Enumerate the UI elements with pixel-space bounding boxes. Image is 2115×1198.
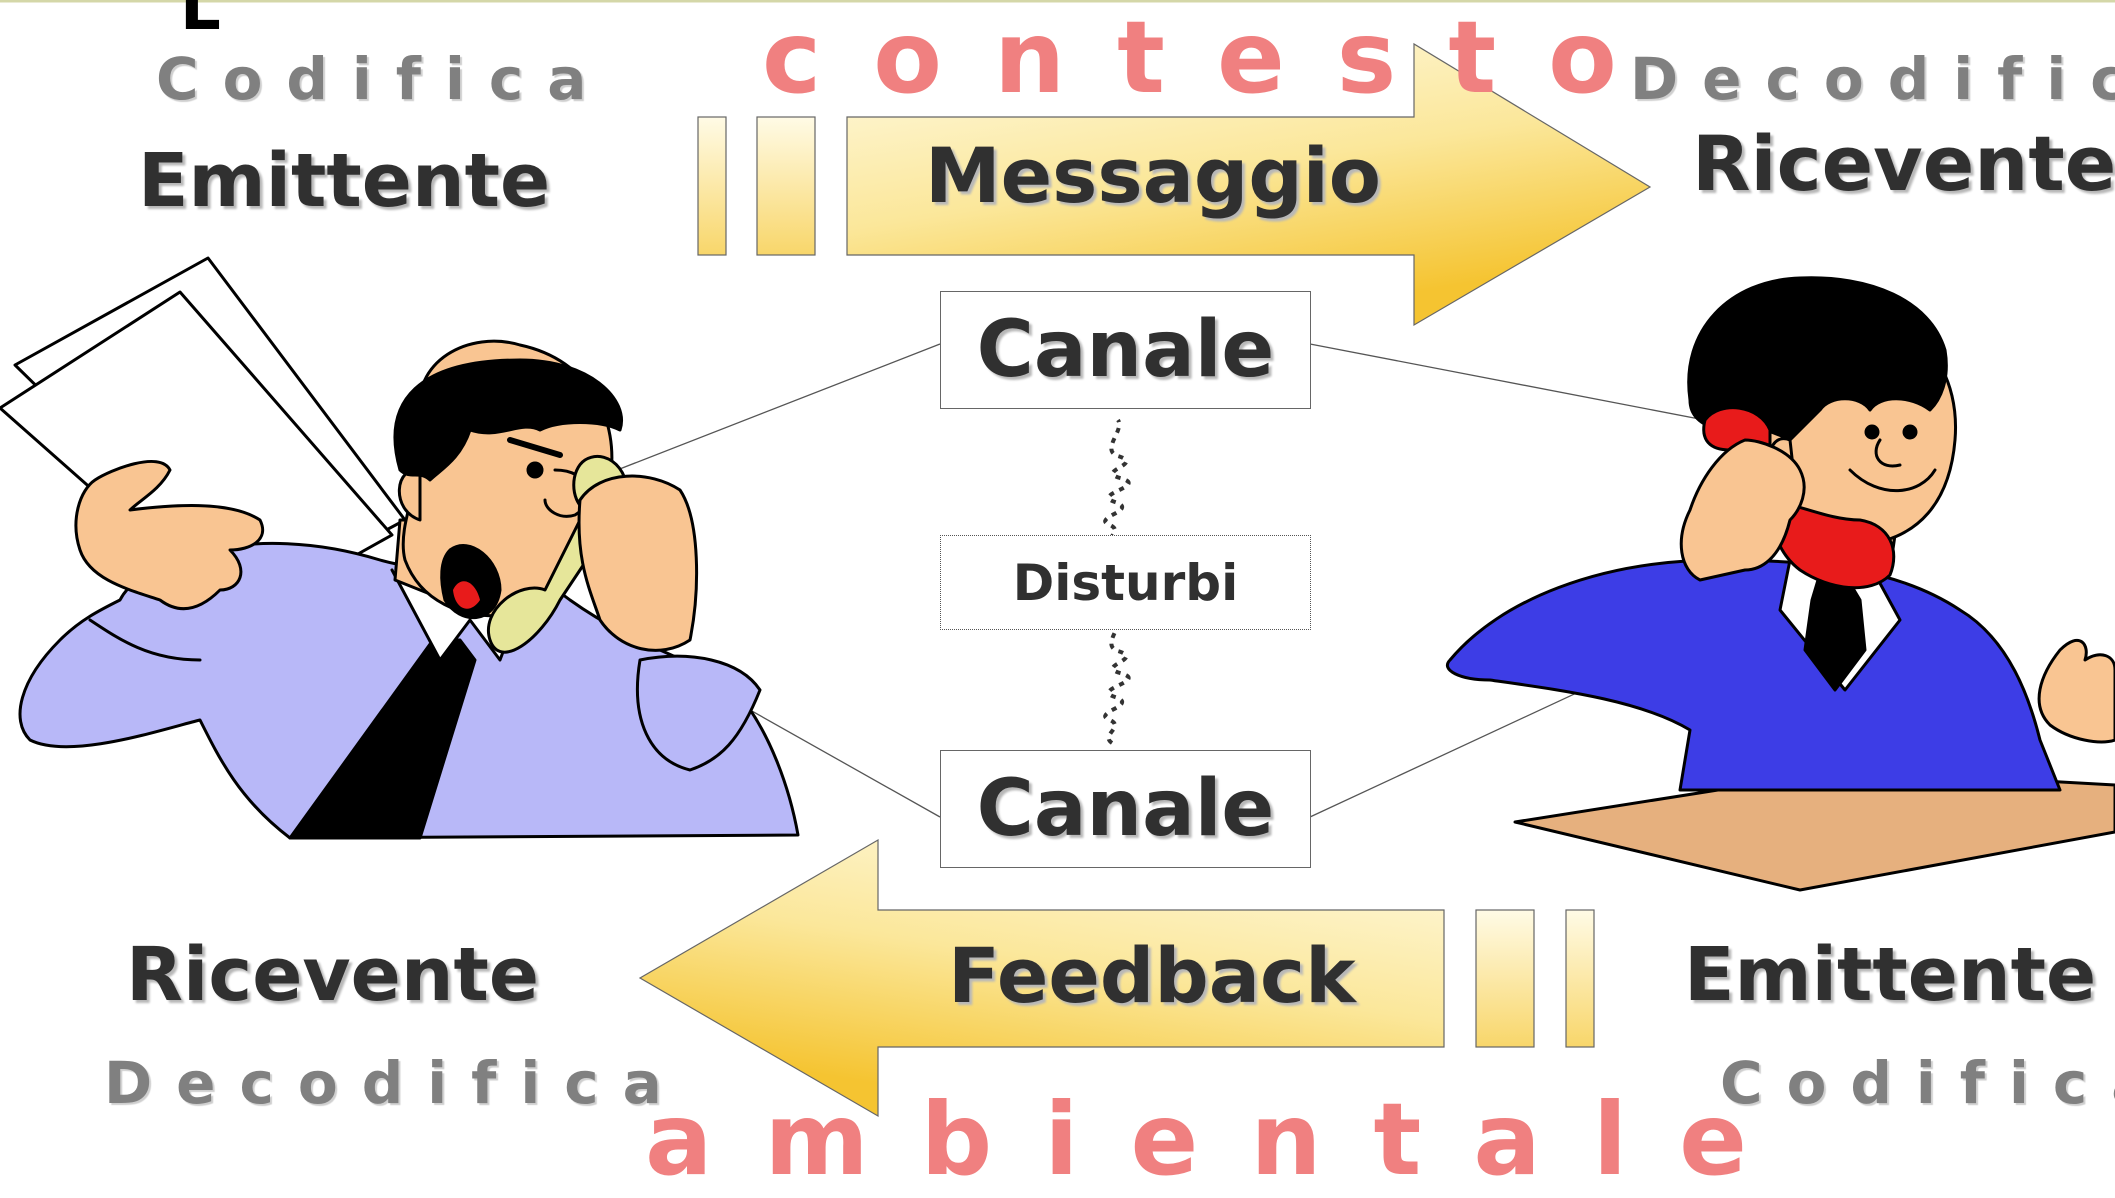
bottom-left-role: Ricevente <box>126 932 540 1018</box>
top-left-process: Codifica <box>156 45 611 113</box>
bottom-left-process: Decodifica <box>104 1049 686 1117</box>
sender-illustration <box>0 256 800 840</box>
receiver-illustration <box>1446 276 2115 892</box>
channel-bottom-box: Canale <box>940 750 1311 868</box>
channel-top-box: Canale <box>940 291 1311 409</box>
bottom-right-role: Emittente <box>1684 932 2097 1018</box>
channel-bottom-label: Canale <box>976 764 1275 854</box>
context-bottom-label: ambientale <box>645 1081 1799 1198</box>
message-arrow <box>697 42 1652 327</box>
bottom-right-process: Codifica <box>1720 1049 2115 1117</box>
feedback-arrow <box>638 838 1595 1118</box>
channel-top-label: Canale <box>976 305 1275 395</box>
noise-box: Disturbi <box>940 535 1311 630</box>
top-right-role: Ricevente <box>1692 119 2115 208</box>
corner-letter: L <box>180 0 221 45</box>
top-left-role: Emittente <box>138 138 551 224</box>
noise-squiggles <box>1103 418 1131 745</box>
message-label: Messaggio <box>925 131 1381 220</box>
context-top-label: contesto <box>762 0 1669 116</box>
feedback-label: Feedback <box>948 931 1356 1020</box>
noise-label: Disturbi <box>1012 553 1239 612</box>
top-right-process: Decodifica <box>1630 45 2115 113</box>
